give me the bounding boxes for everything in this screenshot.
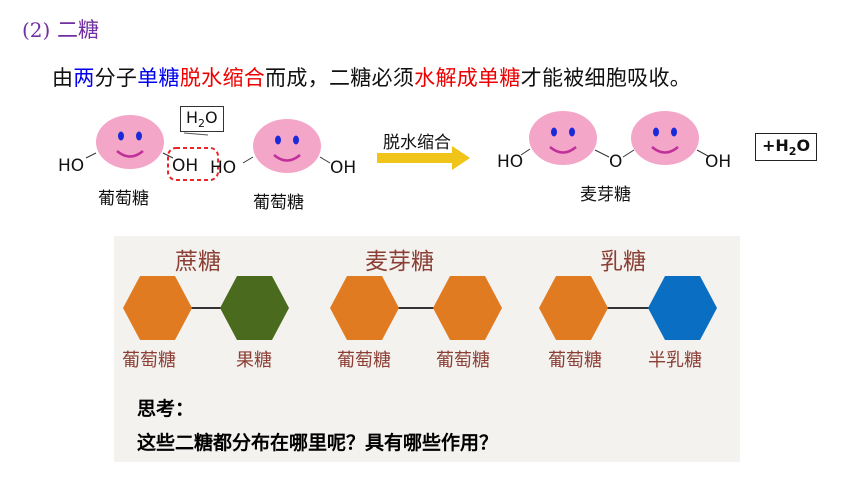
maltose-title: 麦芽糖 [365,249,434,275]
eye-icon [293,135,299,145]
sucrose-right-label: 果糖 [236,350,272,371]
section-title: 二糖 [57,18,100,42]
section-heading: (2) 二糖 [22,14,99,44]
group-ho-1: HO [58,156,85,176]
bond-line [622,149,635,158]
eye-icon [275,135,281,145]
disaccharide-panel [114,236,740,462]
sentence-part: 才能被细胞吸收。 [520,66,692,90]
sentence-part: 水解成单糖 [414,66,521,90]
arrow-label: 脱水缩合 [383,133,451,153]
glucose-hexagon [330,276,399,340]
product-bridge-o: O [609,152,623,172]
product-group-ho: HO [497,152,524,172]
smile-icon [651,146,679,154]
glucose-hexagon [123,276,192,340]
sentence-part: 脱水缩合 [179,66,266,90]
sucrose-title: 蔗糖 [175,249,221,275]
group-oh-1: OH [172,156,199,176]
maltose-right-label: 葡萄糖 [436,350,490,371]
definition-sentence: 由两分子单糖脱水缩合而成，二糖必须水解成单糖才能被细胞吸收。 [52,62,691,92]
bond-line [242,156,254,164]
lactose-left-label: 葡萄糖 [548,350,602,371]
maltose-face-1 [529,111,597,165]
product-group-oh: OH [705,152,732,172]
water-sub: 2 [198,117,206,131]
maltose-label: 麦芽糖 [580,185,631,205]
eye-icon [136,131,142,141]
byproduct-sub: 2 [788,145,797,159]
lactose-right-label: 半乳糖 [648,350,702,371]
bond-line [85,152,97,159]
lactose-title: 乳糖 [600,249,646,275]
bond-line [162,152,174,159]
fructose-hexagon [220,276,289,340]
reaction-arrow [377,146,470,170]
water-h: H [186,108,199,127]
water-removal-box [167,147,219,181]
sentence-part: 两 [73,66,95,90]
sentence-part: 单糖 [137,66,180,90]
section-number: (2) [22,18,51,42]
byproduct-water-box: +H2O [755,133,818,162]
eye-icon [569,127,575,137]
sentence-part: 由 [52,66,74,90]
sentence-part: 而成，二糖必须 [265,66,415,90]
bond-line [319,156,331,164]
maltose-face-2 [631,111,699,165]
think-question: 这些二糖都分布在哪里呢？具有哪些作用？ [137,432,499,454]
reaction-diagram [85,111,709,181]
galactose-hexagon [648,276,717,340]
glucose-face-2 [253,119,321,173]
water-box: H2O [180,106,224,133]
eye-icon [653,127,659,137]
bond-line [594,149,610,158]
glucose-face-1 [96,115,164,169]
eye-icon [118,131,124,141]
smile-icon [273,154,301,162]
water-pointer-line [183,132,209,136]
byproduct-tail: O [796,136,811,155]
maltose-left-label: 葡萄糖 [337,350,391,371]
sucrose-left-label: 葡萄糖 [122,350,176,371]
glucose-label-2: 葡萄糖 [253,193,304,213]
think-label: 思考： [137,398,195,420]
water-o: O [205,108,218,127]
eye-icon [551,127,557,137]
glucose-hexagon [539,276,608,340]
sentence-part: 分子 [94,66,138,90]
byproduct-prefix: +H [762,136,789,155]
eye-icon [671,127,677,137]
smile-icon [116,150,144,158]
bond-line [696,149,709,157]
group-oh-2: OH [330,158,357,178]
bond-line [520,148,531,156]
glucose-hexagon [433,276,502,340]
group-ho-2: HO [210,158,237,178]
smile-icon [549,146,577,154]
glucose-label-1: 葡萄糖 [98,189,149,209]
